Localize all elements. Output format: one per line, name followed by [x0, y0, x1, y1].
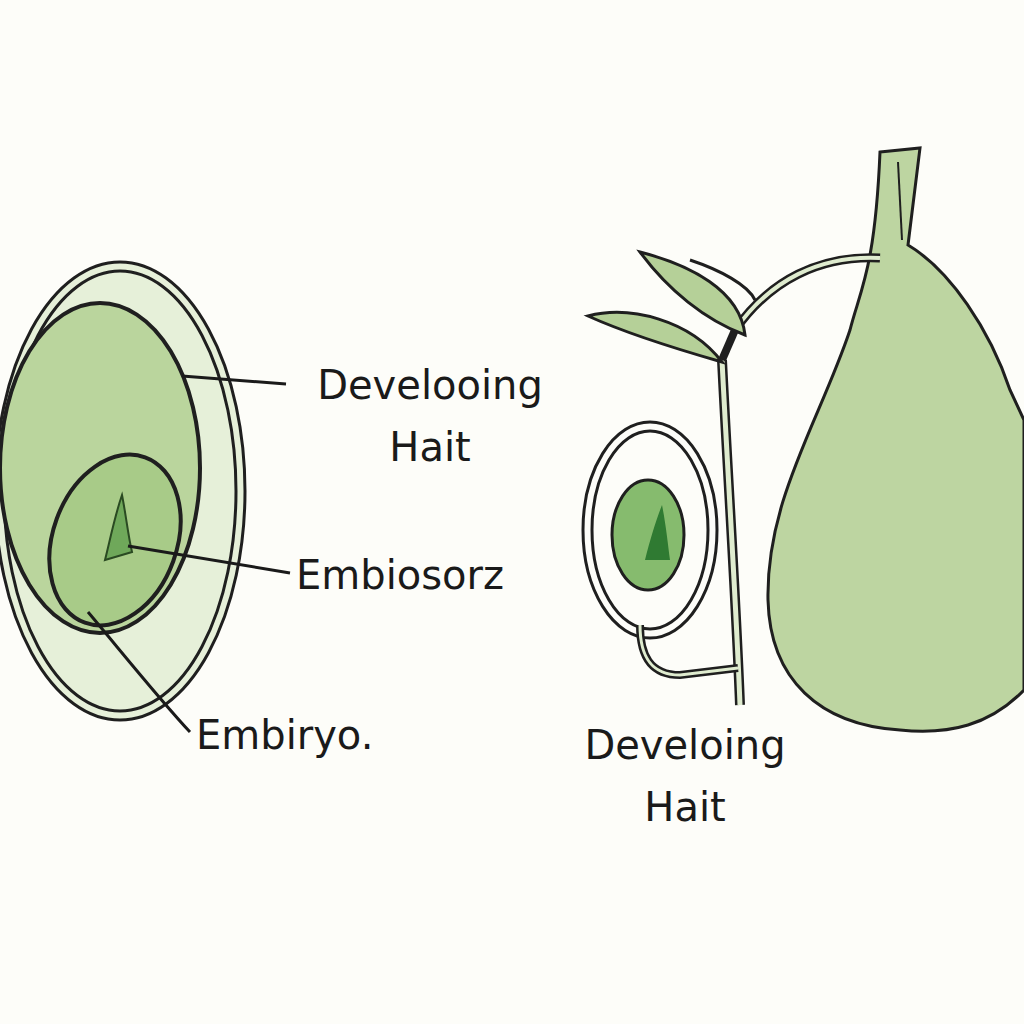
- part-label: Develooing Hait: [285, 354, 575, 478]
- part-label: Develoing Hait: [540, 714, 830, 838]
- leader-lines: [88, 376, 290, 732]
- part-label: Embiosorz: [296, 544, 616, 606]
- plant-illustration: [583, 148, 1024, 731]
- part-label: Embiryo.: [196, 704, 456, 766]
